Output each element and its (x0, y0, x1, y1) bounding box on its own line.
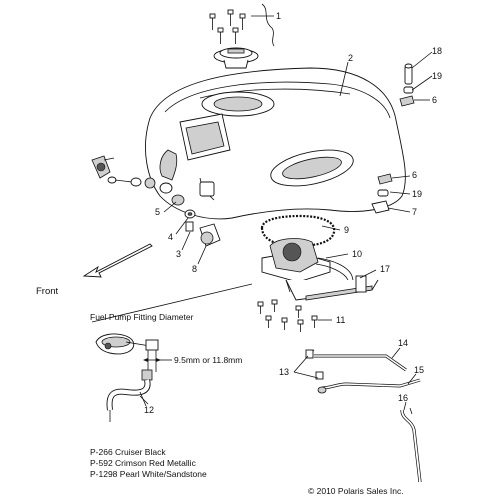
callout-13: 13 (279, 367, 289, 377)
tank-bolts (209, 3, 275, 47)
fitting-size: 9.5mm or 11.8mm (174, 355, 242, 365)
left-fitting-hardware (91, 155, 221, 247)
callout-18: 18 (432, 46, 442, 56)
color-item: P-266 Cruiser Black (90, 447, 166, 457)
fuel-cap (213, 47, 259, 69)
leader-lines (139, 15, 433, 411)
callout-17: 17 (380, 264, 390, 274)
fuel-pump-assembly (261, 238, 379, 301)
fuel-tank (145, 67, 406, 220)
color-item: P-592 Crimson Red Metallic (90, 458, 197, 468)
fitting-title: Fuel Pump Fitting Diameter (90, 312, 194, 322)
right-hardware-bottom (371, 173, 393, 214)
color-list: P-266 Cruiser Black P-592 Crimson Red Me… (90, 447, 207, 479)
callout-4: 4 (168, 232, 173, 242)
callout-1: 1 (276, 11, 281, 21)
callout-9: 9 (344, 225, 349, 235)
right-hardware-top (399, 63, 415, 107)
callout-5: 5 (155, 207, 160, 217)
callout-6-top: 6 (432, 95, 437, 105)
pump-screws (257, 299, 318, 332)
callout-2: 2 (348, 53, 353, 63)
callout-19-bottom: 19 (412, 189, 422, 199)
callout-11: 11 (336, 315, 345, 325)
vent-lines (305, 349, 422, 483)
front-label: Front (36, 286, 59, 297)
callout-6-bottom: 6 (412, 170, 417, 180)
callout-numbers: 1 2 3 4 5 6 6 7 8 9 10 11 12 13 14 15 16… (144, 11, 442, 415)
callout-10: 10 (352, 249, 362, 259)
callout-8: 8 (192, 264, 197, 274)
callout-7: 7 (412, 207, 417, 217)
callout-14: 14 (398, 338, 408, 348)
callout-19-top: 19 (432, 71, 442, 81)
copyright: © 2010 Polaris Sales Inc. (308, 486, 404, 496)
color-item: P-1298 Pearl White/Sandstone (90, 469, 207, 479)
callout-15: 15 (414, 365, 424, 375)
callout-12: 12 (144, 405, 154, 415)
front-arrow-icon (82, 243, 153, 278)
callout-3: 3 (176, 249, 181, 259)
fitting-inset (91, 283, 253, 422)
callout-16: 16 (398, 393, 408, 403)
